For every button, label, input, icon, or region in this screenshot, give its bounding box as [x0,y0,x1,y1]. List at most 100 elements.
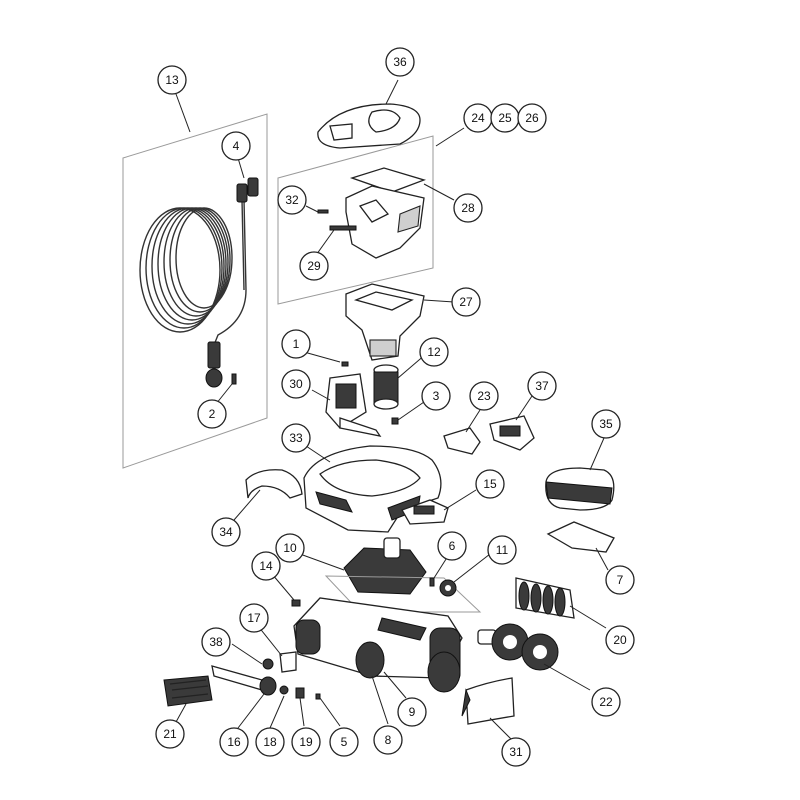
svg-text:17: 17 [247,611,261,625]
power-supply-part-35 [545,467,615,511]
callout-27: 27 [451,287,481,317]
screw-part-19 [295,687,305,699]
svg-text:33: 33 [289,431,303,445]
svg-text:18: 18 [263,735,277,749]
svg-text:37: 37 [535,379,549,393]
screw-part-2 [231,373,237,385]
swivel-part-4 [236,177,259,203]
svg-text:20: 20 [613,633,627,647]
svg-text:4: 4 [233,139,240,153]
drive-group-box [324,575,482,613]
filter-group-box [277,135,434,305]
nut-part-38 [262,658,274,670]
flap-part-30 [325,373,382,437]
svg-text:7: 7 [617,573,624,587]
callout-20: 20 [605,625,635,655]
chassis-frame [293,597,463,693]
callout-25: 25 [490,103,520,133]
callout-37: 37 [527,371,557,401]
screw-part-5 [315,693,321,700]
svg-text:14: 14 [259,559,273,573]
leader-lines [175,79,609,743]
panel-part-31 [461,677,515,725]
washer-part-18 [279,685,289,695]
callout-21: 21 [155,719,185,749]
svg-text:32: 32 [285,193,299,207]
svg-text:13: 13 [165,73,179,87]
callout-16: 16 [219,727,249,757]
filter-screen-part-29 [329,225,357,231]
callout-4: 4 [221,131,251,161]
main-body-part-33 [303,445,442,533]
bumper-part-34 [245,469,303,499]
callout-11: 11 [487,535,517,565]
brush-part-21 [163,675,213,707]
callout-7: 7 [605,565,635,595]
svg-text:24: 24 [471,111,485,125]
callout-5: 5 [329,727,359,757]
svg-text:23: 23 [477,389,491,403]
filter-pin-part-32 [317,209,329,214]
svg-text:5: 5 [341,735,348,749]
svg-text:36: 36 [393,55,407,69]
svg-text:22: 22 [599,695,613,709]
svg-text:15: 15 [483,477,497,491]
clip-part-3 [391,417,399,425]
power-cable-coil [139,199,247,388]
svg-text:28: 28 [461,201,475,215]
svg-text:29: 29 [307,259,321,273]
bracket-part-15 [401,499,449,525]
callout-28: 28 [453,193,483,223]
svg-text:27: 27 [459,295,473,309]
svg-text:38: 38 [209,635,223,649]
callout-1: 1 [281,329,311,359]
svg-text:2: 2 [209,407,216,421]
callout-38: 38 [201,627,231,657]
gear-part-11 [439,579,457,597]
motor-seal-part-12 [373,364,399,410]
motor-block-part-10 [343,537,427,595]
callout-30: 30 [281,369,311,399]
svg-text:6: 6 [449,539,456,553]
callout-18: 18 [255,727,285,757]
svg-text:10: 10 [283,541,297,555]
svg-text:1: 1 [293,337,300,351]
screw-part-1 [341,361,349,367]
callout-14: 14 [251,551,281,581]
callout-9: 9 [397,697,427,727]
latch-part-37 [489,415,535,451]
callout-26: 26 [517,103,547,133]
svg-text:19: 19 [299,735,313,749]
callout-12: 12 [419,337,449,367]
axle-part-16 [211,665,277,696]
callout-33: 33 [281,423,311,453]
svg-text:21: 21 [163,727,177,741]
callout-13: 13 [157,65,187,95]
callout-6: 6 [437,531,467,561]
callout-8: 8 [373,725,403,755]
brush-roller-part-20 [515,577,575,619]
svg-text:26: 26 [525,111,539,125]
svg-text:3: 3 [433,389,440,403]
svg-text:16: 16 [227,735,241,749]
callout-32: 32 [277,185,307,215]
callout-10: 10 [275,533,305,563]
top-lid-part-36 [317,103,421,149]
callout-36: 36 [385,47,415,77]
svg-text:8: 8 [385,733,392,747]
callout-3: 3 [421,381,451,411]
callout-19: 19 [291,727,321,757]
svg-text:25: 25 [498,111,512,125]
svg-text:34: 34 [219,525,233,539]
filter-canister-part-27 [345,283,425,361]
callout-15: 15 [475,469,505,499]
callout-2: 2 [197,399,227,429]
svg-text:12: 12 [427,345,441,359]
cable-connector [207,341,221,369]
svg-text:9: 9 [409,705,416,719]
svg-text:30: 30 [289,377,303,391]
callout-17: 17 [239,603,269,633]
wheels-part-22 [477,623,559,671]
callout-22: 22 [591,687,621,717]
callout-31: 31 [501,737,531,767]
